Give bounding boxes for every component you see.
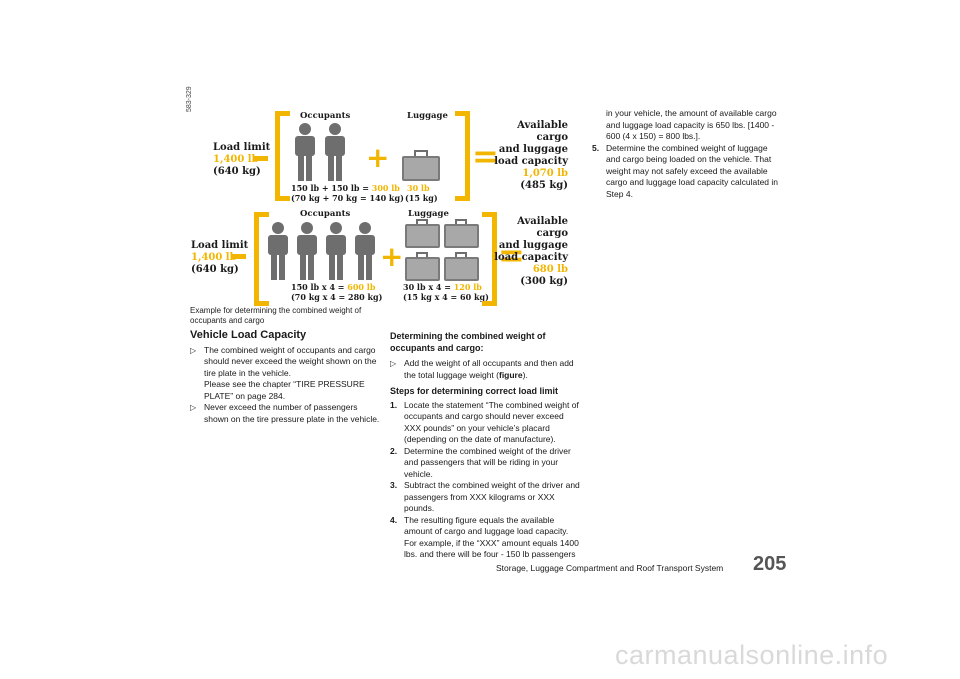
column-left: Vehicle Load Capacity ▷ The combined wei… bbox=[190, 329, 380, 425]
top-luggage-calc: 30 lb (15 kg) bbox=[405, 183, 438, 203]
top-available-capacity: Available cargo and luggage load capacit… bbox=[494, 120, 568, 191]
bottom-right-bracket bbox=[482, 212, 497, 306]
suitcase-icon bbox=[405, 252, 440, 281]
top-right-bracket bbox=[455, 111, 470, 201]
bullet-arrow-icon: ▷ bbox=[190, 403, 197, 412]
bottom-left-bracket bbox=[254, 212, 269, 306]
person-icon bbox=[355, 222, 375, 280]
bottom-load-limit: Load limit 1,400 lb (640 kg) bbox=[191, 240, 249, 275]
suitcase-icon bbox=[402, 150, 440, 181]
step-item: 5.Determine the combined weight of lugga… bbox=[592, 142, 779, 199]
bottom-available-capacity: Available cargo and luggage load capacit… bbox=[494, 216, 568, 287]
footer-title: Storage, Luggage Compartment and Roof Tr… bbox=[496, 563, 724, 573]
step-4-continued: in your vehicle, the amount of available… bbox=[606, 108, 777, 141]
step-item: 1.Locate the statement “The combined wei… bbox=[390, 399, 579, 445]
combined-weight-heading: Determining the combined weight of occup… bbox=[390, 331, 546, 353]
steps-heading: Steps for determining correct load limit bbox=[390, 386, 559, 396]
bottom-occupant-calc: 150 lb x 4 = 600 lb (70 kg x 4 = 280 kg) bbox=[291, 282, 383, 302]
page-number: 205 bbox=[753, 553, 787, 575]
person-icon bbox=[326, 222, 346, 280]
top-load-limit: Load limit 1,400 lb (640 kg) bbox=[213, 142, 271, 177]
step-item: 2.Determine the combined weight of the d… bbox=[390, 445, 571, 479]
bottom-occupant-figures bbox=[268, 222, 375, 280]
bullet-arrow-icon: ▷ bbox=[190, 345, 197, 355]
top-occupants-header: Occupants bbox=[300, 111, 351, 121]
bullet-item: ▷ Add the weight of all occupants and th… bbox=[390, 358, 574, 380]
figure-code: 583-329 bbox=[186, 86, 193, 112]
top-minus-sign bbox=[254, 156, 268, 161]
top-occupant-calc: 150 lb + 150 lb = 300 lb (70 kg + 70 kg … bbox=[291, 183, 404, 203]
top-luggage-header: Luggage bbox=[407, 111, 448, 121]
figure-caption: Example for determining the combined wei… bbox=[190, 306, 362, 325]
suitcase-icon bbox=[444, 252, 479, 281]
top-occupant-figures bbox=[295, 123, 345, 181]
bottom-luggage-calc: 30 lb x 4 = 120 lb (15 kg x 4 = 60 kg) bbox=[403, 282, 489, 302]
bottom-luggage-header: Luggage bbox=[408, 209, 449, 219]
person-icon bbox=[325, 123, 345, 181]
watermark: carmanualsonline.info bbox=[615, 640, 889, 670]
column-middle: Determining the combined weight of occup… bbox=[390, 331, 582, 561]
bullet-arrow-icon: ▷ bbox=[390, 359, 397, 368]
top-equals-sign: = bbox=[472, 137, 499, 175]
bottom-plus-sign: + bbox=[380, 240, 404, 273]
person-icon bbox=[268, 222, 288, 280]
bullet-item: ▷ Never exceed the number of passengers … bbox=[190, 402, 380, 424]
suitcase-icon bbox=[405, 219, 440, 248]
column-right: in your vehicle, the amount of available… bbox=[592, 108, 782, 200]
step-item: 3.Subtract the combined weight of the dr… bbox=[390, 480, 580, 513]
step-item: 4.The resulting figure equals the availa… bbox=[390, 514, 579, 560]
bottom-suitcases bbox=[405, 219, 479, 281]
top-left-bracket bbox=[275, 111, 290, 201]
figure-reference: figure bbox=[498, 369, 523, 380]
top-plus-sign: + bbox=[366, 141, 390, 174]
bullet-item: ▷ The combined weight of occupants and c… bbox=[190, 344, 377, 401]
person-icon bbox=[297, 222, 317, 280]
suitcase-icon bbox=[444, 219, 479, 248]
bottom-occupants-header: Occupants bbox=[300, 209, 351, 219]
bottom-minus-sign bbox=[232, 254, 246, 259]
person-icon bbox=[295, 123, 315, 181]
section-heading: Vehicle Load Capacity bbox=[190, 329, 307, 341]
bottom-equals-sign: = bbox=[498, 236, 525, 274]
